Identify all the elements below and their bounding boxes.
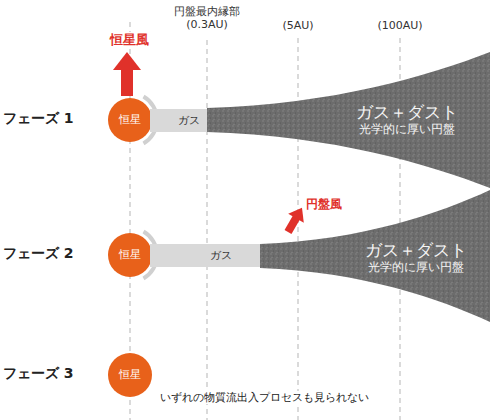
gas-label: ガス xyxy=(178,114,200,127)
disk-title: ガス＋ダスト xyxy=(365,240,467,260)
distance-label: (100AU) xyxy=(375,19,425,32)
disk-subtitle: 光学的に厚い円盤 xyxy=(359,122,455,136)
star-fill xyxy=(108,233,152,277)
dust-disk: ガス＋ダスト光学的に厚い円盤 xyxy=(207,50,490,190)
disk-subtitle: 光学的に厚い円盤 xyxy=(368,260,464,274)
inner-edge-guide-line xyxy=(207,40,208,420)
disk-wind-arrow xyxy=(280,203,310,236)
phase3-note: いずれの物質流出入プロセスも見られない xyxy=(158,391,371,404)
gas-band: ガス xyxy=(150,244,260,267)
phase-label: フェーズ 1 xyxy=(3,110,74,127)
distance-label: (5AU) xyxy=(278,19,318,32)
dust-disk: ガス＋ダスト光学的に厚い円盤 xyxy=(260,188,490,324)
disk-text-box: ガス＋ダスト光学的に厚い円盤 xyxy=(337,102,477,137)
distance-guides xyxy=(130,22,400,420)
inner-edge-label: 円盤最内縁部 (0.3AU) xyxy=(169,5,245,31)
stellar-wind-arrow xyxy=(113,52,141,96)
gas-band: ガス xyxy=(150,109,207,132)
star-fill xyxy=(108,353,152,397)
star-fill xyxy=(108,98,152,142)
disk-fill xyxy=(207,52,490,188)
star-circle: 恒星 xyxy=(108,233,152,277)
stellar-wind-label: 恒星風 xyxy=(105,32,153,48)
gas-label: ガス xyxy=(210,249,232,262)
disk-text-box: ガス＋ダスト光学的に厚い円盤 xyxy=(346,240,486,275)
star-circle: 恒星 xyxy=(108,98,152,142)
star-label: 恒星 xyxy=(119,368,141,381)
disk-wind-label: 円盤風 xyxy=(306,197,342,211)
5au-guide-line xyxy=(298,38,299,420)
star-label: 恒星 xyxy=(119,113,141,126)
phase-label: フェーズ 2 xyxy=(3,245,74,262)
star-circle: 恒星 xyxy=(108,353,152,397)
disk-title: ガス＋ダスト xyxy=(356,102,458,122)
disk-fill xyxy=(260,190,490,322)
star-label: 恒星 xyxy=(119,248,141,261)
phase-label: フェーズ 3 xyxy=(3,365,74,382)
